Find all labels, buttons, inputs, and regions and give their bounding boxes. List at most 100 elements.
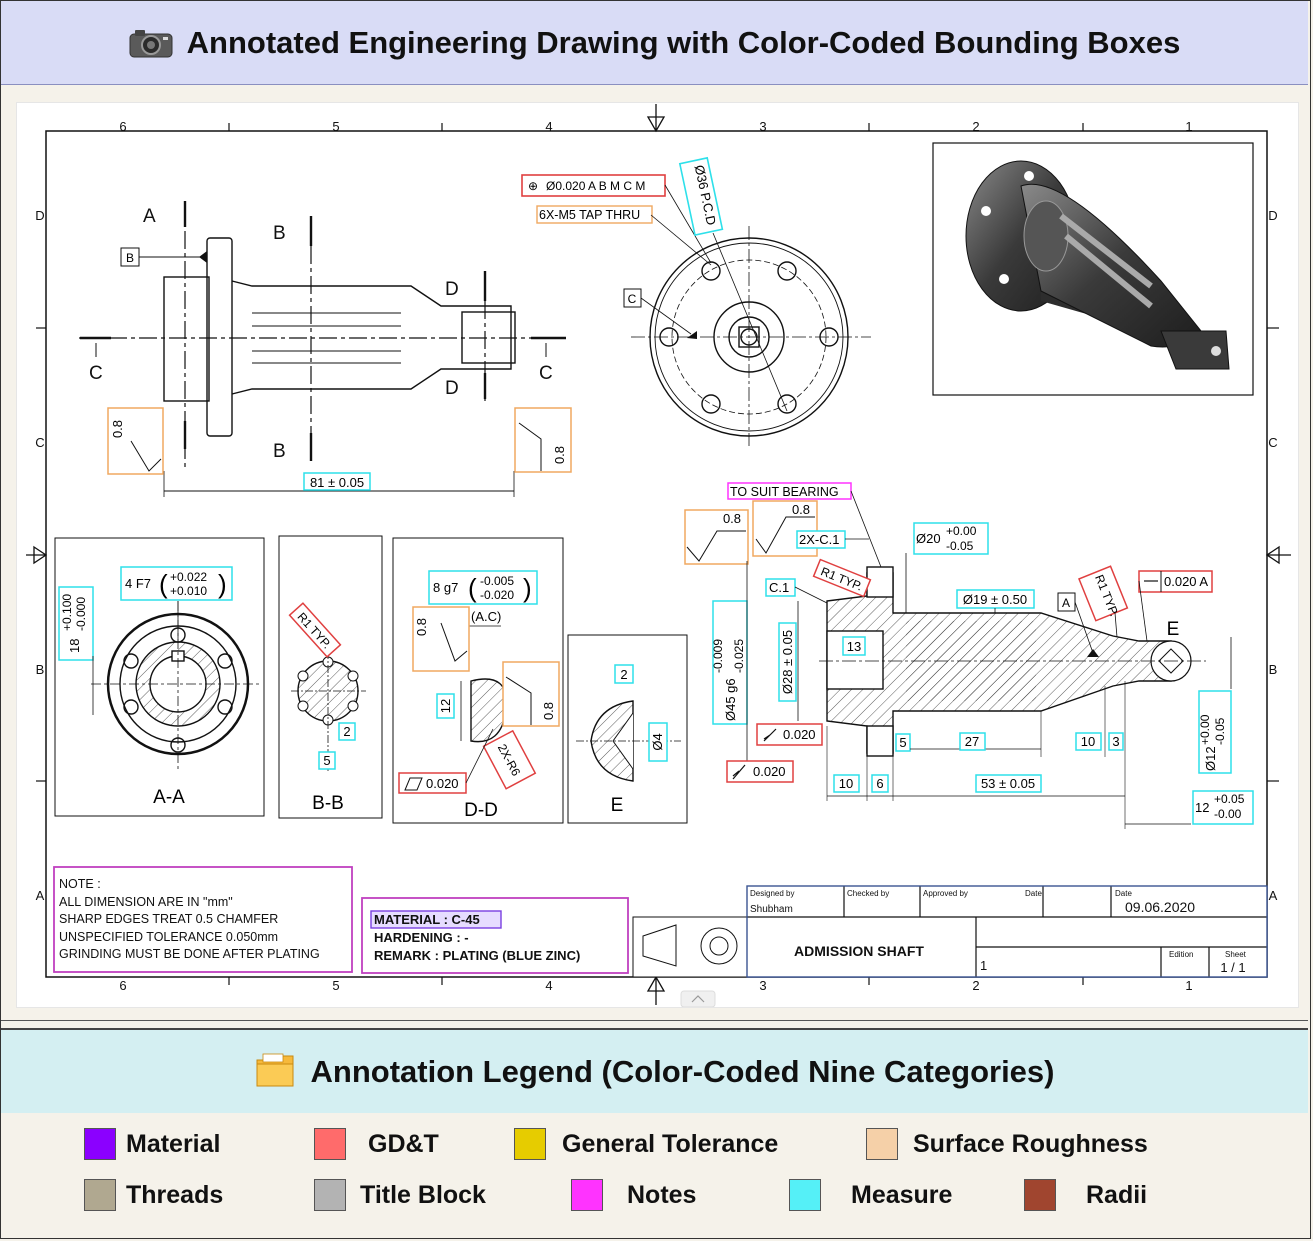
measure-c1-box [765,578,796,597]
zone-col-6: 6 [119,119,126,134]
zone-col-2-bottom: 2 [972,978,979,993]
tb-designed-label: Designed by [750,889,794,898]
section-label-e: E [611,795,624,816]
datum-b: B [126,251,134,265]
legend-label-general-tolerance: General Tolerance [562,1129,779,1158]
roughness-box-5 [684,509,749,565]
section-bb-frame [278,535,383,819]
measure-chamfer2x-box [796,530,846,549]
measure-bb5-box [318,751,336,770]
paren-close-f7: ) [218,569,227,599]
measure-d12-upper: +0.00 [1198,714,1212,745]
measure-18-lower: -0.000 [74,597,88,631]
measure-l12-upper: +0.05 [1214,792,1245,806]
note-ac: (A.C) [471,609,501,624]
tb-date-label-1: Date [1025,889,1042,898]
section-label-dd: D-D [464,800,498,821]
legend-label-gdt: GD&T [368,1129,439,1158]
datum-c: C [628,292,637,306]
zone-row-d: D [35,208,44,223]
cut-label-c-right: C [539,363,553,384]
zone-row-b-right: B [1269,662,1278,677]
material-highlight [370,910,502,929]
tb-approved-label: Approved by [923,889,968,898]
gdt-position: Ø0.020 A B M C M [546,179,645,193]
measure-f7-lower: +0.010 [170,584,207,598]
material-line: MATERIAL : C-45 [374,912,480,927]
gdt-r1-shaft-box [812,558,872,598]
legend-label-material: Material [126,1129,221,1158]
section-divider [1,1020,1308,1021]
hardening-line: HARDENING : - [374,930,469,945]
measure-3-box [1108,732,1124,751]
tb-designed: Shubham [750,904,793,915]
zone-row-c: C [35,435,44,450]
tb-date-label-2: Date [1115,889,1132,898]
cut-label-b-top: B [273,223,286,244]
legend-swatch-title-block [314,1179,346,1211]
zone-col-4: 4 [545,119,552,134]
measure-d20-upper: +0.00 [946,524,977,538]
measure-10b: 10 [839,776,853,791]
measure-d28: Ø28 ± 0.05 [780,630,795,694]
measure-c1: C.1 [769,580,789,595]
camera-icon [129,28,173,58]
legend-item-gdt: GD&T [314,1128,439,1160]
measure-bb2: 2 [343,724,350,739]
front-view [163,237,516,437]
legend: Material GD&T General Tolerance Surface … [1,1113,1308,1237]
paren-close-g7: ) [523,573,532,603]
measure-chamfer2x: 2X-C.1 [799,532,839,547]
roughness-1: 0.8 [110,420,125,438]
measure-d19: Ø19 ± 0.50 [963,592,1027,607]
legend-label-threads: Threads [126,1180,224,1209]
tb-part-name: ADMISSION SHAFT [794,943,924,959]
zone-col-3: 3 [759,119,766,134]
measure-d19-box [956,589,1035,609]
legend-label-measure: Measure [851,1180,953,1209]
measure-bb2-box [338,722,356,741]
measure-e2-box [614,664,634,684]
cut-label-b-bottom: B [273,441,286,462]
measure-18: 18 [67,639,82,653]
roughness-box-2 [514,407,572,473]
measure-d45-box [712,600,748,725]
zone-col-5-bottom: 5 [332,978,339,993]
detail-e-frame [567,634,688,824]
tb-edition-label: Edition [1169,950,1193,959]
measure-f7-box [120,566,233,601]
legend-item-material: Material [84,1128,220,1160]
iso-shaft-image [965,160,1230,370]
zone-col-4-bottom: 4 [545,978,552,993]
legend-item-title-block: Title Block [314,1179,486,1211]
measure-d45: Ø45 g6 [723,678,738,721]
legend-item-threads: Threads [84,1179,223,1211]
measure-d12-box [1198,690,1232,774]
legend-label-surface-roughness: Surface Roughness [913,1129,1148,1158]
measure-d45-upper: -0.009 [711,639,725,673]
section-label-bb: B-B [312,793,344,814]
measure-l12-box [1192,790,1254,825]
legend-swatch-surface-roughness [866,1128,898,1160]
zone-col-1-bottom: 1 [1185,978,1192,993]
measure-g7-box [428,570,538,605]
note-line-5: GRINDING MUST BE DONE AFTER PLATING [59,947,320,961]
cut-label-a-top: A [143,206,156,227]
legend-swatch-notes [571,1179,603,1211]
gdt-r6-box [482,729,537,790]
tb-sheet-label: Sheet [1225,950,1247,959]
legend-swatch-material [84,1128,116,1160]
note-line-2: ALL DIMENSION ARE IN "mm" [59,895,233,909]
measure-d28-box [778,622,797,702]
measure-53: 53 ± 0.05 [981,776,1035,791]
section-dd-frame [392,537,564,824]
tb-checked-label: Checked by [847,889,889,898]
measure-f7-upper: +0.022 [170,570,207,584]
measure-dd12: 12 [438,699,453,713]
measure-dd12-box [436,693,455,719]
gdt-runout: 0.020 [783,727,816,742]
measure-g7: 8 g7 [433,580,458,595]
measure-g7-lower: -0.020 [480,588,514,602]
tb-date: 09.06.2020 [1125,899,1195,915]
measure-13-box [842,636,866,656]
